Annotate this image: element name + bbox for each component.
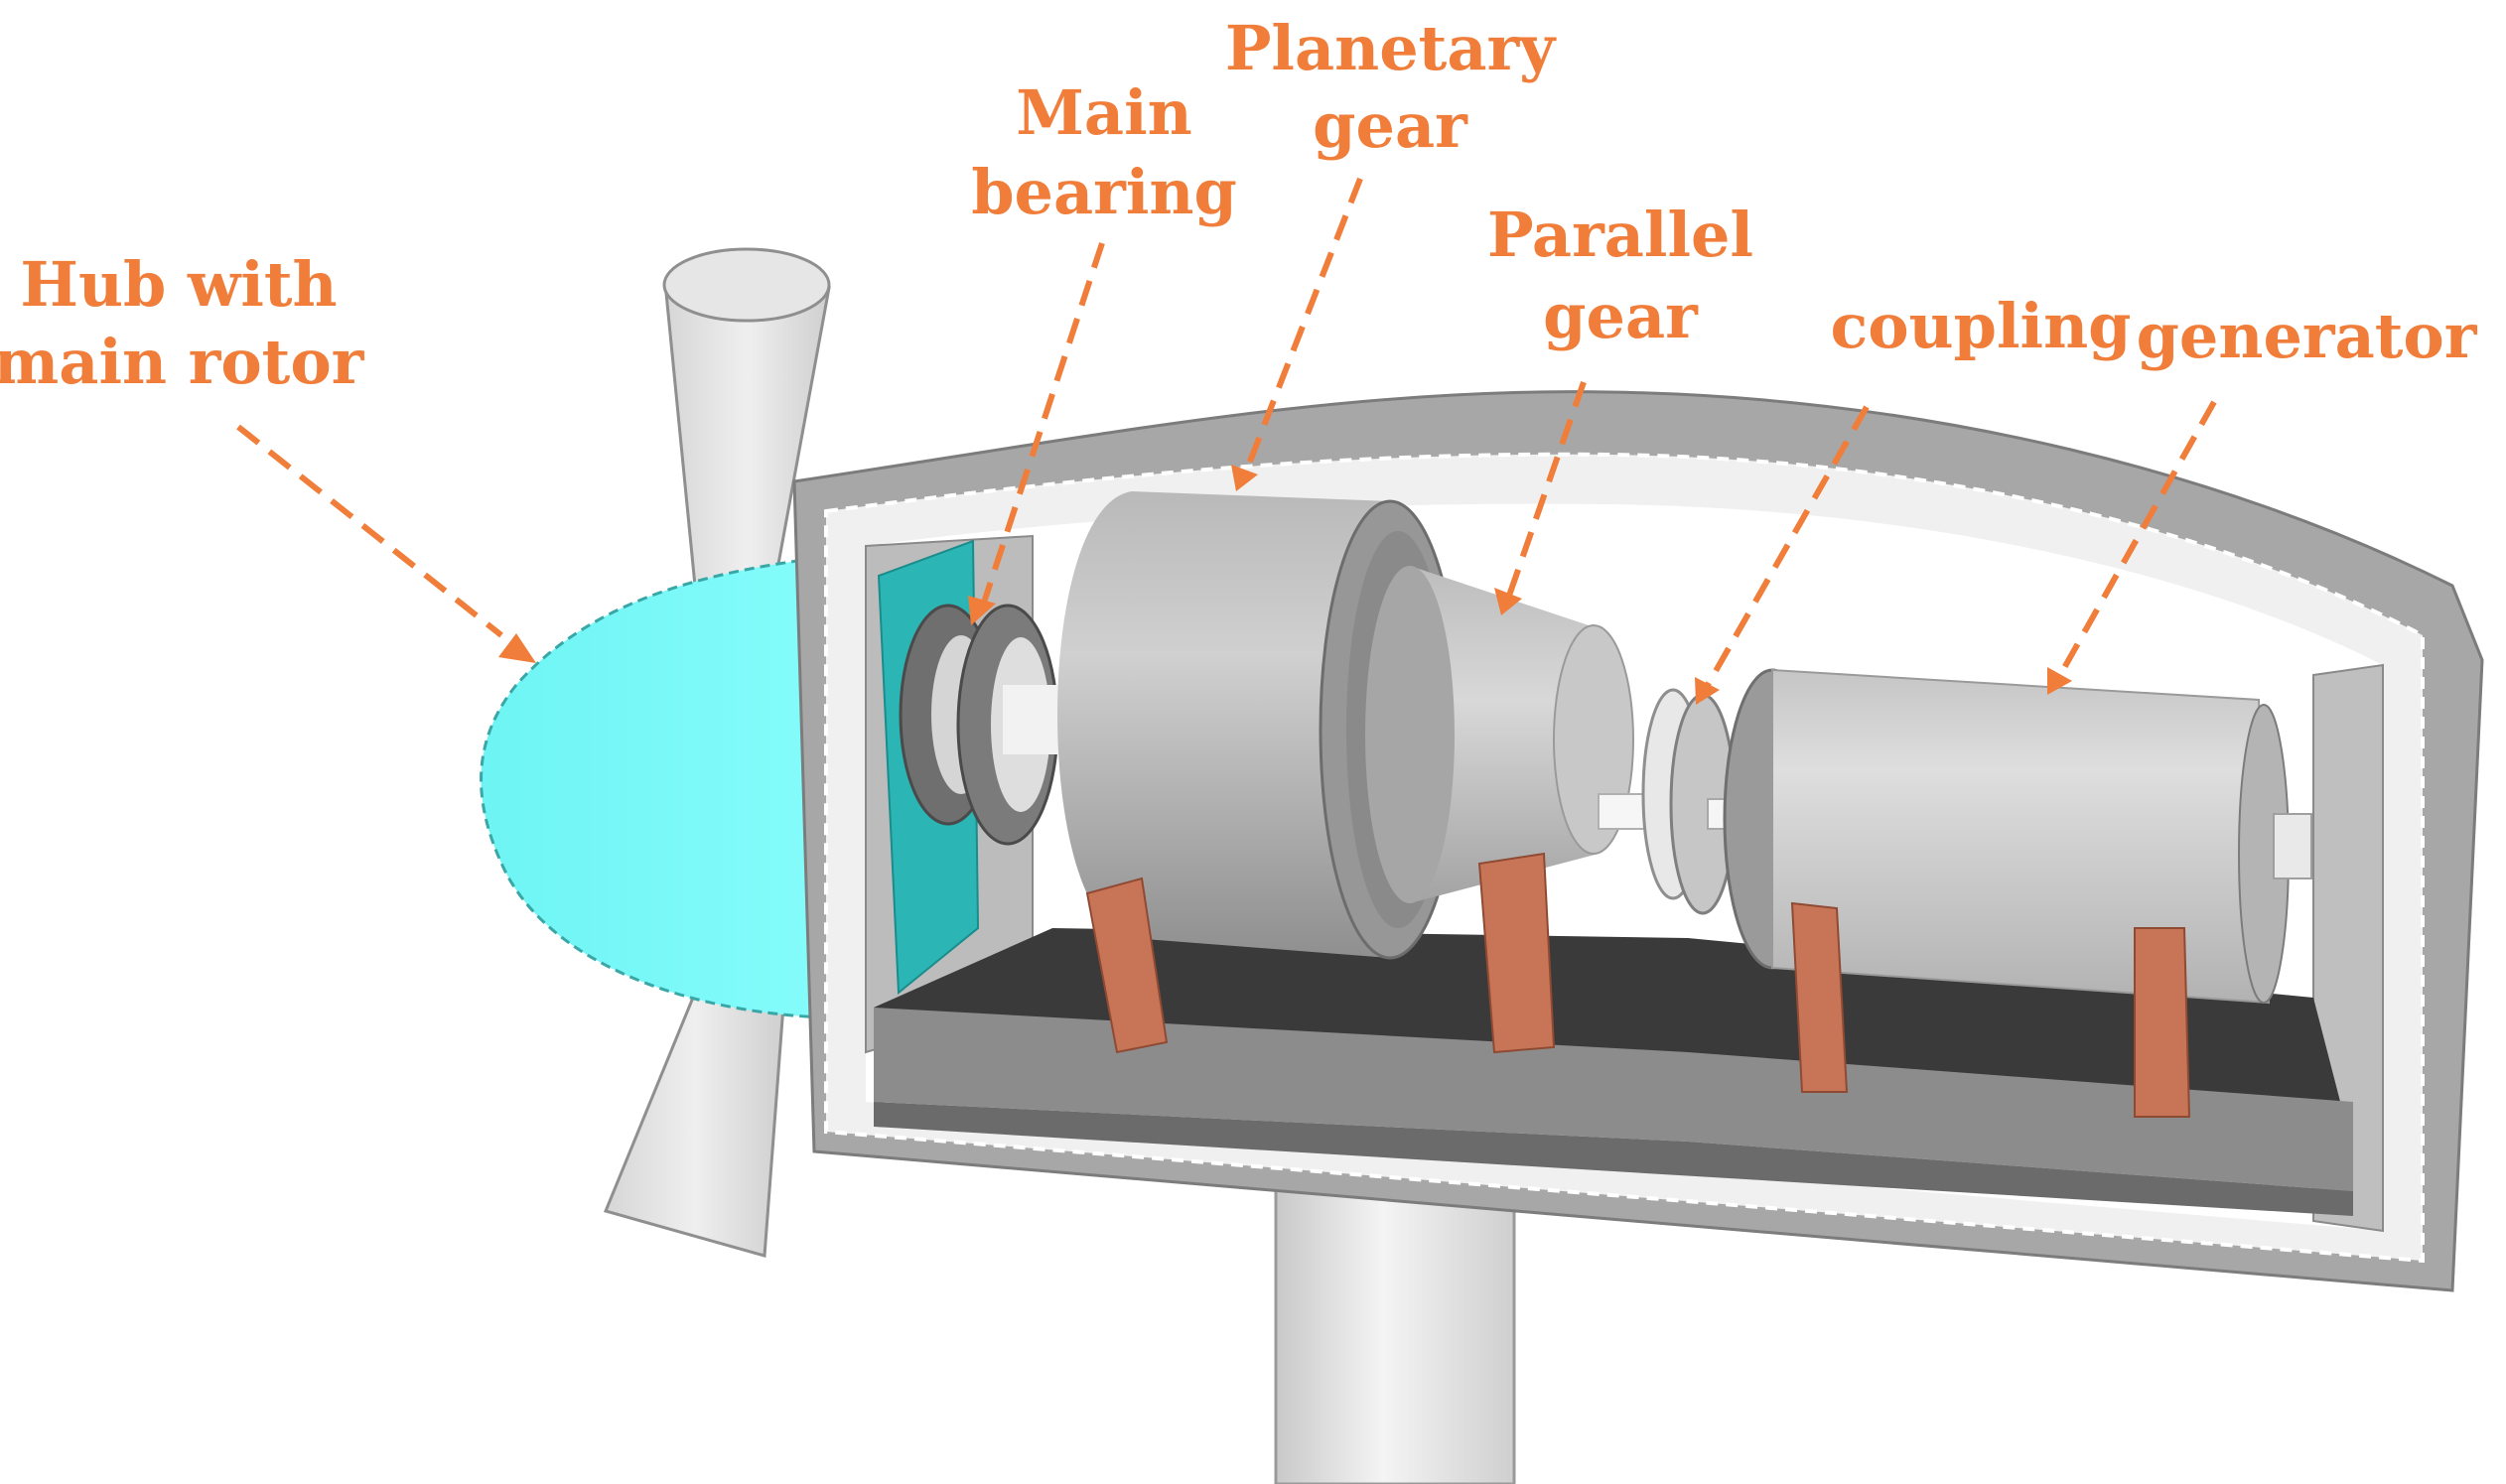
label-parallel-line2: gear [1543, 280, 1699, 352]
main-bearing-arrowhead [968, 596, 996, 625]
callout-arrows [236, 177, 2217, 687]
hub-arrow [236, 424, 503, 638]
coupling-arrowhead [1695, 677, 1720, 705]
planetary-arrow [1243, 177, 1363, 473]
coupling-arrow [1705, 405, 1870, 687]
parallel-arrowhead [1494, 588, 1522, 615]
label-main-bearing-line2: bearing [971, 156, 1237, 228]
base-frame [874, 928, 2353, 1216]
label-coupling: coupling [1830, 290, 2131, 362]
hub [480, 554, 836, 1019]
label-hub-line1: Hub with [20, 248, 337, 321]
planetary-arrowhead [1231, 465, 1258, 491]
parallel-gear [1365, 566, 1659, 903]
hub-arrowhead [498, 633, 536, 663]
supports [1085, 852, 2191, 1118]
label-generator: generator [2137, 300, 2478, 372]
label-main-bearing-line1: Main [1016, 76, 1191, 149]
callout-arrowheads [498, 465, 2072, 705]
label-hub-line2: main rotor [0, 326, 365, 398]
generator [1723, 668, 2312, 1005]
label-parallel-line1: Parallel [1487, 199, 1753, 271]
generator-arrowhead [2047, 667, 2072, 695]
main-bearing [899, 604, 1062, 846]
main-bearing-arrow [980, 242, 1105, 607]
label-planetary-line1: Planetary [1225, 12, 1557, 84]
label-planetary-line2: gear [1313, 89, 1468, 162]
coupling [1641, 688, 1763, 915]
generator-arrow [2057, 400, 2217, 677]
callout-labels: Hub with main rotor Main bearing Planeta… [0, 12, 2478, 398]
